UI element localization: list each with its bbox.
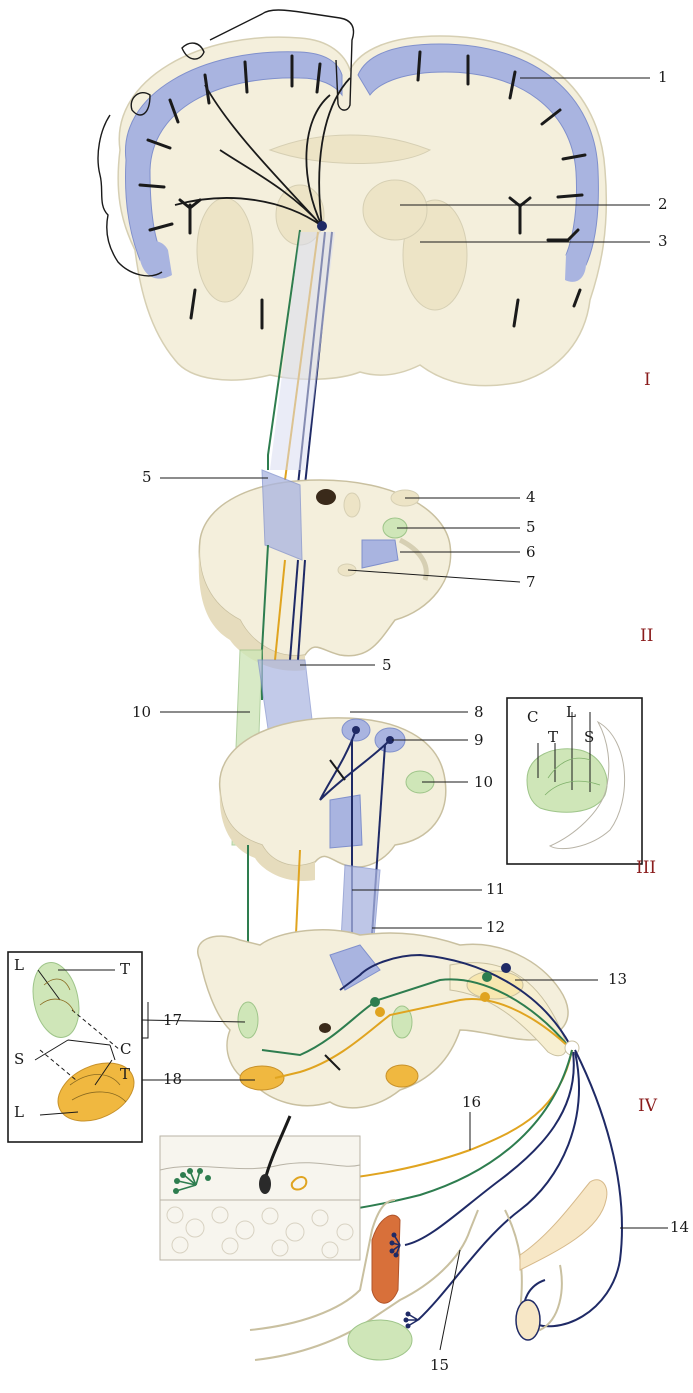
- label-12: 12: [486, 920, 505, 935]
- inset-left-c: C: [120, 1042, 131, 1057]
- spinal-cord-section: [198, 930, 579, 1108]
- inset-right-t: T: [548, 730, 558, 745]
- nerve-to-finger: [524, 1050, 622, 1326]
- section-label-ii: II: [640, 628, 653, 645]
- thalamus-right: [363, 180, 427, 240]
- section-label-iii: III: [636, 860, 656, 877]
- label-2: 2: [658, 197, 668, 212]
- nerve-to-muscle: [405, 1052, 574, 1245]
- label-18: 18: [163, 1072, 182, 1087]
- label-4: 4: [526, 490, 536, 505]
- spinothalamic-right: [386, 1065, 418, 1087]
- section-label-i: I: [644, 372, 651, 389]
- spinocerebellar-left: [238, 1002, 258, 1038]
- central-canal: [319, 1023, 331, 1033]
- label-1: 1: [658, 70, 668, 85]
- label-6: 6: [526, 545, 536, 560]
- inset-right-s: S: [584, 730, 594, 745]
- inset-left-t-bottom: T: [120, 1067, 130, 1082]
- label-3: 3: [658, 234, 668, 249]
- brainstem-section-lower: [220, 718, 446, 881]
- label-7: 7: [526, 575, 536, 590]
- drg-neuron-yellow: [480, 992, 490, 1002]
- dorsal-horn-neuron-green: [370, 997, 380, 1007]
- section-label-iv: IV: [638, 1098, 657, 1115]
- label-9: 9: [474, 733, 484, 748]
- fingertip-receptor: [516, 1300, 540, 1340]
- medial-lemniscus-lower: [330, 795, 362, 848]
- brainstem-section-upper: [199, 470, 451, 671]
- lentiform-left: [197, 198, 253, 302]
- inset-left-s: S: [14, 1052, 24, 1067]
- joint-receptor: [348, 1320, 412, 1360]
- thalamic-neuron: [317, 221, 327, 231]
- inset-left-t-top: T: [120, 962, 130, 977]
- label-8: 8: [474, 705, 484, 720]
- muscle: [372, 1215, 400, 1303]
- label-14: 14: [670, 1220, 689, 1235]
- finger: [520, 1180, 607, 1270]
- label-13: 13: [608, 972, 627, 987]
- nucleus-small: [344, 493, 360, 517]
- drg-neuron-navy: [501, 963, 511, 973]
- label-11: 11: [486, 882, 505, 897]
- label-10-right: 10: [474, 775, 493, 790]
- dorsal-horn-neuron-yellow: [375, 1007, 385, 1017]
- inset-right-green-field: [527, 749, 607, 812]
- hair-follicle: [259, 1174, 271, 1194]
- fourth-ventricle-canal: [316, 489, 336, 505]
- skin-block: [160, 1136, 360, 1260]
- drg-neuron-green: [482, 972, 492, 982]
- inset-left-l-bottom: L: [14, 1105, 24, 1120]
- label-5-left: 5: [142, 470, 152, 485]
- label-15: 15: [430, 1358, 449, 1373]
- label-17: 17: [163, 1013, 182, 1028]
- brain-coronal-section: [98, 10, 606, 386]
- inset-right-l: L: [566, 705, 576, 720]
- label-5-right: 5: [526, 520, 536, 535]
- inset-left-l-top: L: [14, 958, 24, 973]
- skin-inset: [160, 1116, 360, 1260]
- label-16: 16: [462, 1095, 481, 1110]
- inset-right-c: C: [527, 710, 538, 725]
- label-10-left: 10: [132, 705, 151, 720]
- label-5-mid: 5: [382, 658, 392, 673]
